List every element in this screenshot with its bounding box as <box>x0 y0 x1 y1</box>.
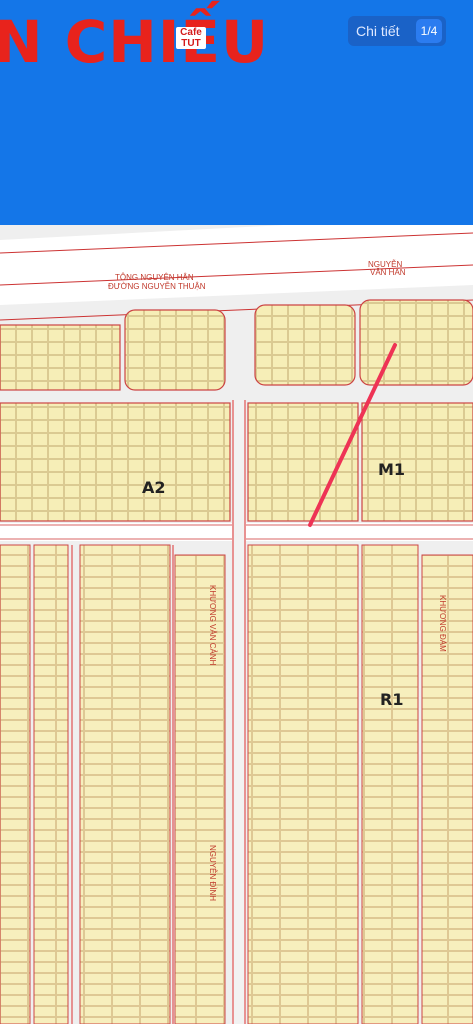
map-canvas: TÔNG NGUYÊN HÂN ĐƯỜNG NGUYỄN THUẬN NGUYỄ… <box>0 225 473 1024</box>
detail-badge[interactable]: Chi tiết 1/4 <box>348 16 446 46</box>
plot-block[interactable] <box>0 402 231 522</box>
road-label-top-1: TÔNG NGUYÊN HÂN <box>115 273 194 282</box>
plot-block[interactable] <box>254 304 356 386</box>
plot-block[interactable] <box>359 299 473 386</box>
plot-block[interactable] <box>361 544 419 1024</box>
plot-block[interactable] <box>247 544 359 1024</box>
page-counter-icon: 1/4 <box>416 19 442 43</box>
plot-block[interactable] <box>79 544 171 1024</box>
road-label-right-2: VĂN HÂN <box>370 268 406 277</box>
page-title: N CHIẾU <box>0 8 270 76</box>
street-name-1: KHƯƠNG VĂN CẢNH <box>208 585 217 666</box>
plot-block[interactable] <box>124 309 226 391</box>
street-name-3: KHƯƠNG ĐÀM <box>438 595 447 652</box>
block-label-m1: M1 <box>378 460 405 479</box>
block-label-r1: R1 <box>380 690 403 709</box>
road-label-top-2: ĐƯỜNG NGUYỄN THUẬN <box>108 282 206 291</box>
badge-label: Chi tiết <box>356 23 400 39</box>
highlight-marker <box>308 343 397 527</box>
cafe-stamp: Cafe TUT <box>176 27 206 49</box>
stamp-line-2: TUT <box>181 38 201 49</box>
land-plot-map[interactable]: TÔNG NGUYÊN HÂN ĐƯỜNG NGUYỄN THUẬN NGUYỄ… <box>0 225 473 1024</box>
block-label-a2: A2 <box>142 478 166 497</box>
plot-block[interactable] <box>0 324 121 391</box>
stamp-line-1: Cafe <box>180 27 202 38</box>
plot-block[interactable] <box>361 402 473 522</box>
road-label-right-1: NGUYỄN <box>368 260 402 269</box>
header-banner: N CHIẾU Cafe TUT Chi tiết 1/4 <box>0 0 473 225</box>
street-name-2: NGUYỄN ĐÌNH <box>208 845 217 901</box>
